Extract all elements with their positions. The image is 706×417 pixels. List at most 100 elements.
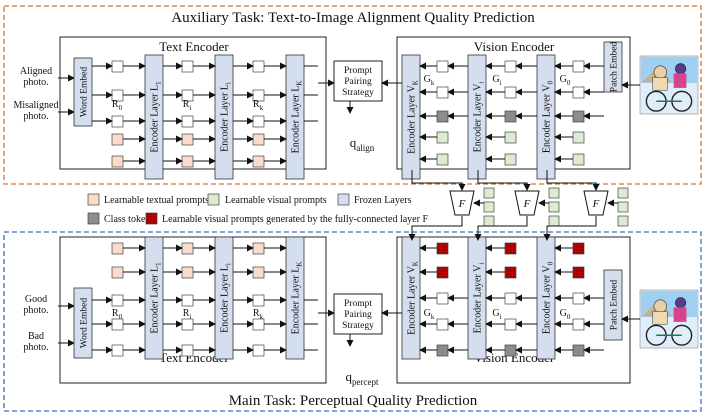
aux-vision-token-c0-r0 [436,60,449,73]
aux-input-b-line1: Misaligned [14,100,59,111]
main-text-token-c1-r0 [181,242,194,255]
aux-vision-token-c1-r1 [504,86,517,99]
legend-visual-label: Learnable visual prompts [225,195,327,206]
aux-vision-token-c1-r4 [504,153,517,166]
legend-class-token-swatch [87,212,100,225]
aux-input-photo-rider-head [675,63,687,75]
aux-strategy-line2: Pairing [344,77,372,87]
aux-input-photo-cat-body [652,77,668,91]
main-strategy-box [333,293,383,335]
aux-text-token-c2-r0 [252,60,265,73]
main-vision-token-c2-r3 [572,318,585,331]
aux-input-photo-cat-head [653,65,667,79]
main-vision-layer-3-label: Encoder Layer V0 [542,261,555,334]
main-strategy-line1: Prompt [344,299,372,309]
aux-text-token-c0-r4 [111,155,124,168]
fc-output-link-2 [474,216,528,241]
aux-vision-prompt-label-2: G0 [560,74,571,87]
aux-text-prompt-label-1: Ri [183,99,192,112]
fc-output-link-3 [543,216,597,241]
main-vision-token-c2-r4 [572,344,585,357]
auxiliary-task-panel: Auxiliary Task: Text-to-Image Alignment … [3,5,702,185]
main-vision-prompt-label-0: Gk [424,308,435,321]
fc-layer-2-label: F [523,198,531,210]
main-text-prompt-label-2: Rk [253,308,264,321]
aux-vision-token-c0-r1 [436,86,449,99]
main-vision-token-c1-r0 [504,242,517,255]
main-vision-token-c2-r2 [572,292,585,305]
fc-input-link-2 [477,170,531,191]
main-text-token-c2-r1 [252,266,265,279]
main-strategy-line3: Strategy [342,321,374,331]
main-output-label: qpercept [346,369,379,387]
legend-frozen-swatch [337,193,350,206]
aux-strategy-line1: Prompt [344,66,372,76]
aux-text-prompt-label-2: Rk [253,99,264,112]
main-input-a-line2: photo. [23,305,48,316]
aux-vision-prompt-label-0: Gk [424,74,435,87]
main-text-layer-2-label: Encoder Layer Li [220,263,233,333]
aux-text-encoder-title: Text Encoder [159,39,229,54]
main-text-token-c2-r2 [252,294,265,307]
aux-patch-embed [603,41,623,93]
aux-title: Auxiliary Task: Text-to-Image Alignment … [171,10,535,26]
main-dashed-border [3,231,702,412]
aux-text-layer-1 [144,54,164,180]
fc-layer-3-label: F [592,198,600,210]
main-text-token-c0-r2 [111,294,124,307]
fc-prompt-stack-2-0 [548,187,560,199]
aux-text-token-c1-r4 [181,155,194,168]
main-vision-token-c0-r1 [436,266,449,279]
main-word-embed [73,287,93,359]
aux-word-embed-label: Word Embed [80,67,90,117]
legend-generated-label: Learnable visual prompts generated by th… [162,214,428,225]
aux-output-label: qalign [350,135,375,153]
aux-text-token-c0-r3 [111,133,124,146]
aux-text-token-c1-r0 [181,60,194,73]
main-vision-prompt-label-2: G0 [560,308,571,321]
aux-vision-token-c2-r2 [572,110,585,123]
aux-text-token-c2-r4 [252,155,265,168]
main-text-token-c1-r4 [181,344,194,357]
fc-prompt-stack-2-1 [548,201,560,213]
aux-word-embed [73,57,93,127]
aux-vision-prompt-label-1: Gi [492,74,501,87]
main-vision-token-c0-r4 [436,344,449,357]
main-text-token-c2-r0 [252,242,265,255]
aux-vision-token-c1-r3 [504,131,517,144]
legend-textual-swatch [87,193,100,206]
main-input-a-line1: Good [25,294,47,305]
aux-text-encoder-box [59,36,327,170]
aux-input-photo [639,55,699,115]
main-vision-encoder-box [396,236,631,384]
main-vision-token-c1-r3 [504,318,517,331]
main-vision-token-c0-r3 [436,318,449,331]
main-input-b-line1: Bad [28,331,44,342]
aux-text-token-c0-r2 [111,115,124,128]
aux-vision-layer-2-label: Encoder Layer Vi [473,82,486,153]
main-text-encoder-box [59,236,327,384]
main-text-token-c0-r0 [111,242,124,255]
main-patch-embed [603,269,623,341]
fc-layer-2 [514,190,540,216]
main-vision-token-c2-r0 [572,242,585,255]
aux-input-a-line1: Aligned [20,66,52,77]
fc-layer-3 [583,190,609,216]
fc-output-link-1 [408,216,463,241]
main-strategy-line2: Pairing [344,310,372,320]
main-vision-token-c1-r4 [504,344,517,357]
aux-strategy-line3: Strategy [342,88,374,98]
main-text-token-c0-r4 [111,344,124,357]
main-vision-token-c1-r1 [504,266,517,279]
fc-prompt-stack-1-1 [483,201,495,213]
main-text-prompt-label-1: Ri [183,308,192,321]
main-text-token-c1-r2 [181,294,194,307]
fc-prompt-stack-1-2 [483,215,495,227]
main-input-photo-cat-head [653,299,667,313]
aux-vision-encoder-box [396,36,631,170]
aux-vision-token-c1-r0 [504,60,517,73]
main-title: Main Task: Perceptual Quality Prediction [229,393,478,409]
fc-input-link-1 [411,170,466,191]
